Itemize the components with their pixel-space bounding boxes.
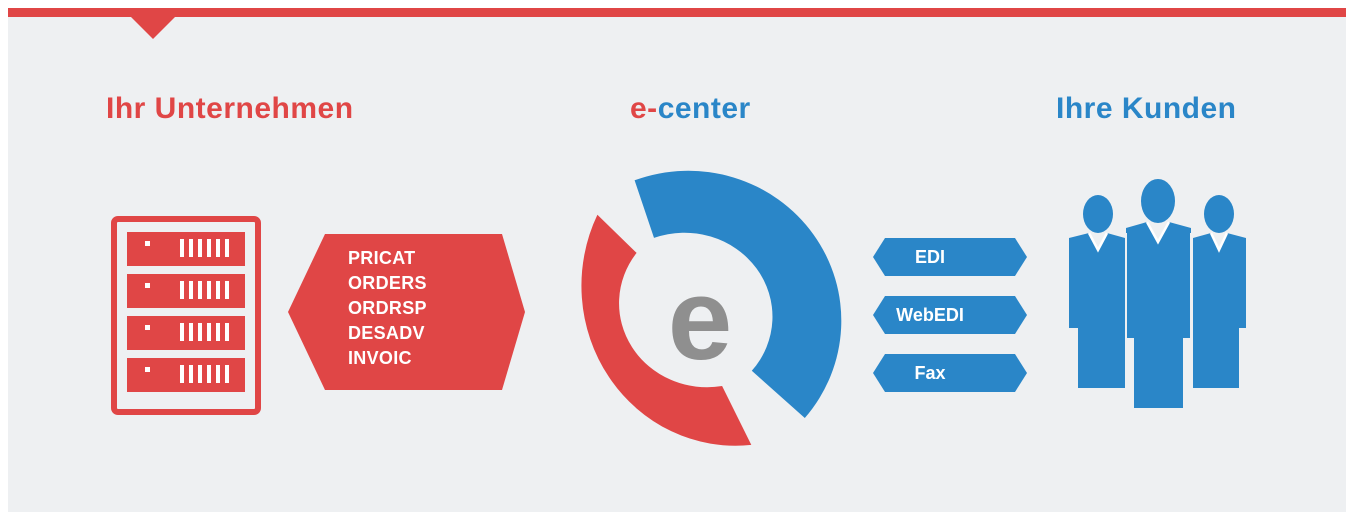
server-rack-icon <box>111 216 261 415</box>
channel-label-edi: EDI <box>914 247 945 267</box>
top-accent-bar <box>8 8 1346 17</box>
server-unit <box>127 316 245 350</box>
channel-label-webedi: WebEDI <box>896 305 964 325</box>
customers-group-icon <box>1069 179 1246 408</box>
message-type-ordrsp: ORDRSP <box>348 298 427 318</box>
heading-e-center-suffix: center <box>657 92 751 125</box>
person-icon <box>1069 195 1125 388</box>
message-types-hexagon <box>288 234 525 390</box>
channel-arrow-webedi <box>873 296 1027 334</box>
heading-company: Ihr Unternehmen <box>106 92 354 125</box>
server-unit <box>127 232 245 266</box>
server-unit <box>127 358 245 392</box>
logo-red-arc <box>581 214 752 446</box>
channel-label-fax: Fax <box>914 363 946 383</box>
heading-customers: Ihre Kunden <box>1056 92 1237 125</box>
message-type-desadv: DESADV <box>348 323 425 343</box>
diagram-graphics: e <box>111 170 1246 446</box>
message-type-invoic: INVOIC <box>348 348 412 368</box>
heading-e-center-prefix: e- <box>630 92 658 125</box>
logo-blue-arc <box>634 170 842 418</box>
logo-letter-e: e <box>668 254 733 384</box>
message-type-pricat: PRICAT <box>348 248 416 268</box>
e-center-logo: e <box>581 170 842 446</box>
person-icon <box>1193 195 1246 388</box>
channel-arrow-fax <box>873 354 1027 392</box>
channel-arrow-edi <box>873 238 1027 276</box>
server-unit <box>127 274 245 308</box>
message-types-list: PRICAT ORDERS ORDRSP DESADV INVOIC <box>348 246 458 371</box>
heading-e-center: e-center <box>630 92 751 126</box>
person-icon <box>1126 179 1191 408</box>
diagram-panel: Ihr Unternehmen e-center Ihre Kunden <box>8 8 1346 512</box>
section-indicator-notch <box>130 16 176 39</box>
message-type-orders: ORDERS <box>348 273 427 293</box>
